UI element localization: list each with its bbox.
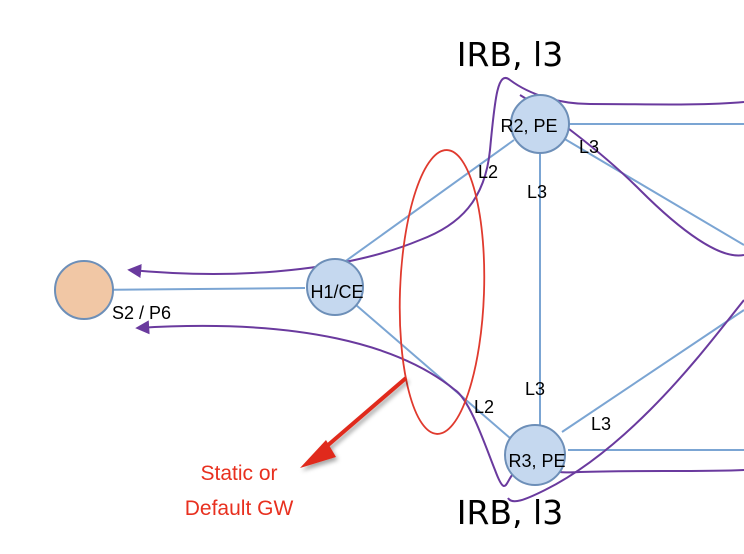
link-label-h1-r2: L2 xyxy=(478,162,498,182)
r3-label: R3, PE xyxy=(508,451,565,471)
r2-label: R2, PE xyxy=(500,116,557,136)
links xyxy=(83,123,744,451)
link-label-r2-r3-bottom: L3 xyxy=(525,379,545,399)
link-label-r3-right: L3 xyxy=(591,414,611,434)
host-s2-node xyxy=(54,260,114,320)
h1-ce-node xyxy=(306,258,364,316)
link-s2-h1 xyxy=(83,287,306,291)
bottom-irb-title: IRB, l3 xyxy=(457,493,563,532)
callout-line2: Default GW xyxy=(185,497,294,520)
gateway-ellipse xyxy=(398,149,486,435)
link-r3-core xyxy=(561,309,744,433)
link-label-r2-r3-top: L3 xyxy=(527,182,547,202)
link-r2-core xyxy=(562,137,744,246)
top-irb-title: IRB, l3 xyxy=(457,35,563,74)
r2-pe-node xyxy=(510,94,570,154)
path-lower xyxy=(135,320,744,487)
path-upper xyxy=(127,77,744,278)
link-h1-r3 xyxy=(355,304,511,439)
link-h1-r2 xyxy=(335,139,515,269)
callout-arrow xyxy=(300,376,408,468)
path-r3-core xyxy=(507,299,744,503)
link-label-r2-right: L3 xyxy=(579,137,599,157)
h1-label: H1/CE xyxy=(310,282,363,302)
link-label-h1-r3: L2 xyxy=(474,397,494,417)
r3-pe-node xyxy=(504,424,566,486)
callout-line1: Static or xyxy=(200,462,277,485)
s2-label: S2 / P6 xyxy=(112,303,171,323)
